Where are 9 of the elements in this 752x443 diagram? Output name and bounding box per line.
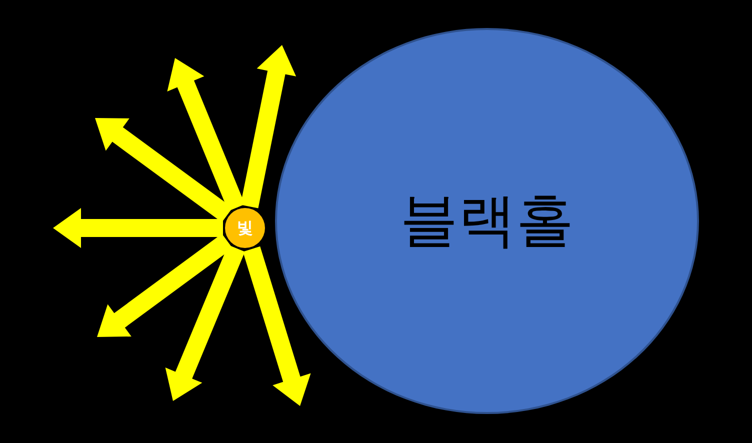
light-circle: 빛 xyxy=(225,208,265,248)
arrow xyxy=(53,208,223,248)
arrow xyxy=(167,58,245,212)
arrow xyxy=(240,45,296,208)
arrow xyxy=(95,118,233,222)
arrow xyxy=(165,244,245,401)
arrow xyxy=(242,246,311,406)
arrow xyxy=(97,234,233,337)
ellipse: 블랙홀 xyxy=(275,28,699,414)
